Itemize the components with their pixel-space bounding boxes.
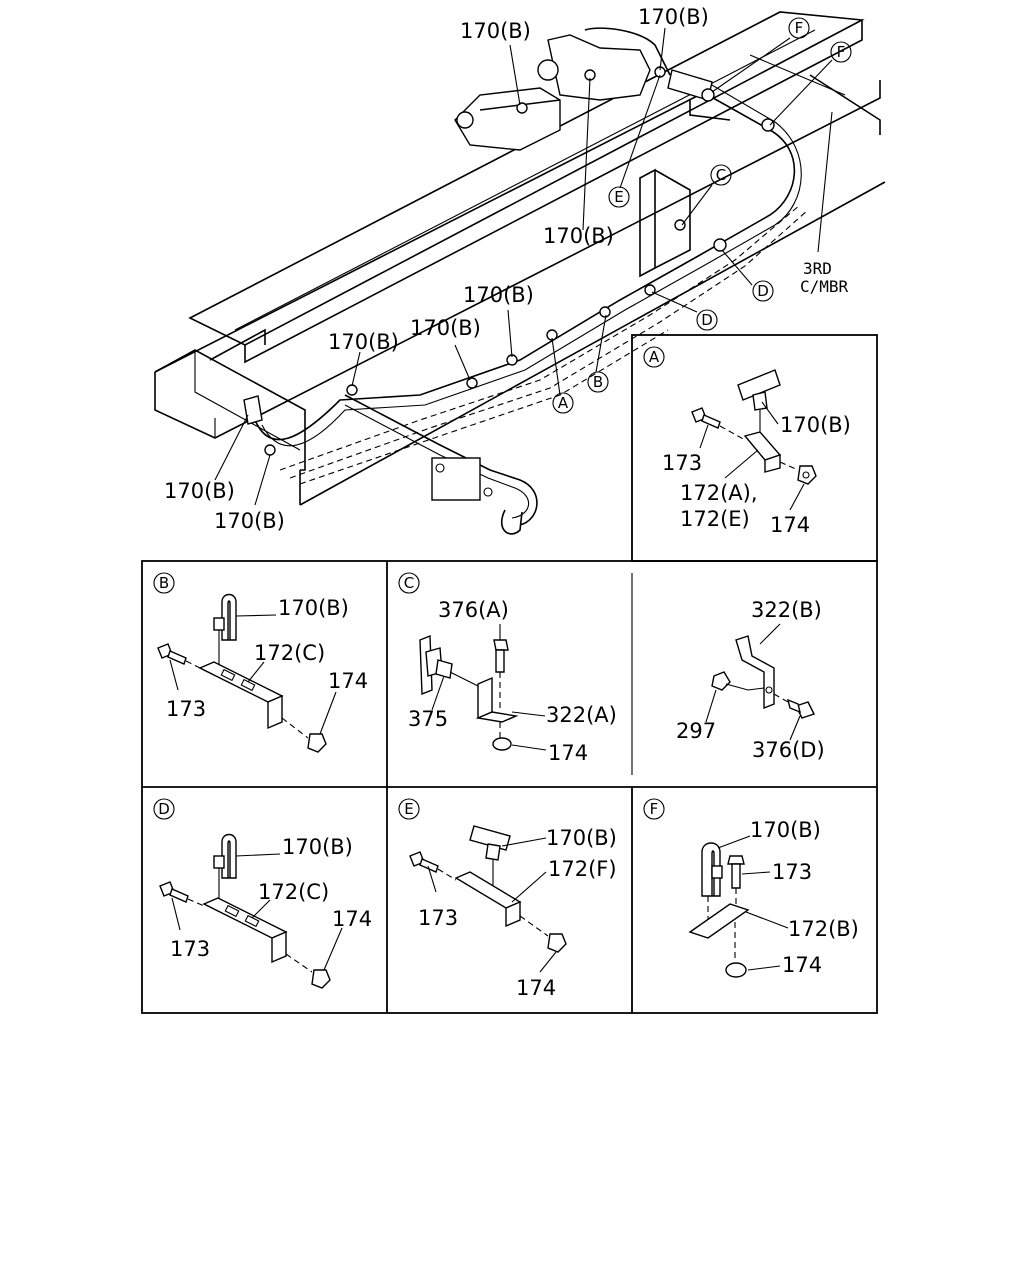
- panel-f-label-170b: 170(B): [750, 818, 821, 842]
- svg-text:E: E: [404, 800, 413, 818]
- panel-f-label-172b: 172(B): [788, 917, 859, 941]
- panel-f-label-173: 173: [772, 860, 812, 884]
- callout-b: B: [587, 371, 609, 393]
- detail-panel-e: E: [398, 798, 567, 973]
- label-170b-3: 170(B): [543, 224, 614, 248]
- panel-c-label-375: 375: [408, 707, 448, 731]
- svg-text:C: C: [716, 166, 726, 184]
- svg-text:F: F: [837, 43, 846, 61]
- detail-panels-frame: [141, 334, 878, 1014]
- detail-panel-d: D: [153, 798, 343, 989]
- panel-e-label-170b: 170(B): [546, 826, 617, 850]
- detail-panel-f: F: [643, 798, 789, 978]
- svg-text:D: D: [158, 800, 170, 818]
- panel-c-label-322a: 322(A): [546, 703, 617, 727]
- brake-booster-assembly: [454, 27, 731, 151]
- label-170b-6: 170(B): [328, 330, 399, 354]
- label-170b-7: 170(B): [164, 479, 235, 503]
- panel-322b-label-297: 297: [676, 719, 716, 743]
- detail-panel-a: A: [643, 346, 817, 511]
- panel-d-label-173: 173: [170, 937, 210, 961]
- panel-a-label-170b: 170(B): [780, 413, 851, 437]
- panel-f-label-174: 174: [782, 953, 822, 977]
- panel-a-label-173: 173: [662, 451, 702, 475]
- label-3rd: 3RD: [803, 259, 832, 278]
- panel-e-label-173: 173: [418, 906, 458, 930]
- svg-text:B: B: [593, 373, 603, 391]
- callout-a: A: [552, 392, 574, 414]
- panel-d-label-170b: 170(B): [282, 835, 353, 859]
- svg-text:A: A: [558, 394, 569, 412]
- detail-panel-b: B: [153, 572, 337, 753]
- svg-text:D: D: [701, 311, 713, 329]
- svg-text:F: F: [795, 19, 804, 37]
- panel-e-label-174: 174: [516, 976, 556, 1000]
- label-170b-4: 170(B): [463, 283, 534, 307]
- callout-f-2: F: [830, 41, 852, 63]
- callout-d-2: D: [696, 309, 718, 331]
- svg-text:E: E: [614, 188, 623, 206]
- svg-text:B: B: [159, 574, 169, 592]
- panel-a-label-174: 174: [770, 513, 810, 537]
- panel-322b-label-322b: 322(B): [751, 598, 822, 622]
- panel-b-label-172c: 172(C): [254, 641, 325, 665]
- svg-text:F: F: [650, 800, 659, 818]
- label-170b-2: 170(B): [638, 5, 709, 29]
- label-170b-8: 170(B): [214, 509, 285, 533]
- panel-e-label-172f: 172(F): [548, 857, 617, 881]
- label-170b-1: 170(B): [460, 19, 531, 43]
- panel-d-label-172c: 172(C): [258, 880, 329, 904]
- panel-b-label-170b: 170(B): [278, 596, 349, 620]
- detail-panel-322b: [705, 623, 815, 741]
- panel-d-label-174: 174: [332, 907, 372, 931]
- svg-text:A: A: [649, 348, 660, 366]
- panel-322b-label-376d: 376(D): [752, 738, 825, 762]
- detail-panel-c: C: [398, 572, 547, 751]
- panel-a-label-172a: 172(A),: [680, 481, 758, 505]
- svg-text:D: D: [757, 282, 769, 300]
- svg-text:C: C: [404, 574, 414, 592]
- callout-e: E: [608, 186, 630, 208]
- callout-d-1: D: [752, 280, 774, 302]
- panel-a-label-172e: 172(E): [680, 507, 750, 531]
- label-cross-member: C/MBR: [800, 277, 849, 296]
- panel-c-label-376a: 376(A): [438, 598, 509, 622]
- label-170b-5: 170(B): [410, 316, 481, 340]
- callout-c: C: [710, 164, 732, 186]
- panel-c-label-174: 174: [548, 741, 588, 765]
- panel-b-label-174: 174: [328, 669, 368, 693]
- panel-b-label-173: 173: [166, 697, 206, 721]
- chassis-illustration: [154, 11, 886, 535]
- callout-f-1: F: [788, 17, 810, 39]
